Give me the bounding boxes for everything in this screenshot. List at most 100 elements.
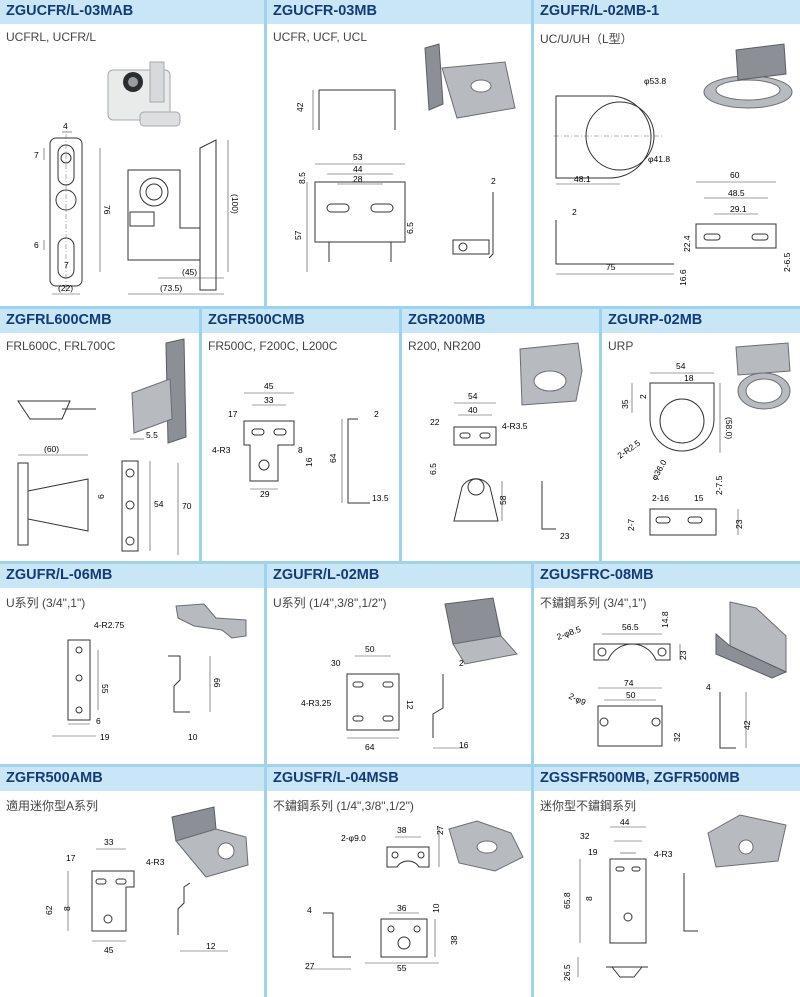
dimension-labels: (60) 5.5 6 54 70: [44, 430, 192, 511]
dim-label: 16: [304, 457, 314, 467]
technical-drawing: 45 33 17 4-R3 8 16 29 64 2 13.5: [212, 381, 389, 504]
product-subtitle: UC/U/UH（L型）: [540, 32, 633, 46]
dim-label: 6: [34, 240, 39, 250]
dim-label: 54: [468, 391, 478, 401]
dim-label: 6: [96, 716, 101, 726]
dim-label: 2: [572, 207, 577, 217]
front-view: [43, 131, 101, 295]
dim-label: 33: [264, 395, 274, 405]
product-title: ZGUCFR/L-03MAB: [6, 3, 134, 19]
product-subtitle: FR500C, F200C, L200C: [208, 339, 338, 353]
dim-label: 33: [104, 837, 114, 847]
dim-label: 17: [228, 409, 238, 419]
dim-label: 28: [353, 174, 363, 184]
dim-label: φ41.8: [648, 154, 670, 164]
front-view: [695, 181, 777, 249]
dim-label: 70: [182, 501, 192, 511]
product-photo: [175, 603, 247, 639]
technical-drawing: 4 7 76 6 7 (22) (100) (45) (73.5): [34, 61, 240, 295]
dim-label: 15: [694, 493, 704, 503]
side-view: [452, 192, 494, 259]
product-title: ZGFR500CMB: [208, 312, 305, 328]
dim-label: 8: [298, 445, 303, 455]
front-view: [631, 372, 721, 453]
dim-label: 42: [295, 102, 305, 112]
dim-label: 2-7.5: [714, 475, 724, 495]
dim-label: 4-R3: [212, 445, 231, 455]
product-photo: [448, 820, 524, 872]
technical-drawing: 2-φ8.5 56.5 14.8 23 74 50 2-φ9 32 4 42: [555, 601, 788, 749]
dim-label: 32: [672, 732, 682, 742]
product-cell-zgusfrl-04msb: ZGUSFR/L-04MSB 不鏽鋼系列 (1/4",3/8",1/2"): [267, 767, 531, 997]
dim-label: (100): [230, 194, 240, 214]
dim-label: 30: [331, 658, 341, 668]
side-view: [432, 674, 467, 749]
cell-header: [0, 564, 264, 588]
dim-label: 53: [353, 152, 363, 162]
cell-header: [402, 309, 599, 333]
dim-label: 14.8: [660, 611, 670, 628]
product-photo: [444, 597, 518, 665]
dim-label: 27: [435, 825, 445, 835]
cell-header: [0, 309, 199, 333]
product-subtitle: URP: [608, 339, 634, 353]
dim-label: (22): [58, 283, 73, 293]
product-photo: [424, 43, 516, 119]
product-cell-zgufrl-06mb: ZGUFR/L-06MB U系列 (3/4",1") 4-R2.75 55 6 …: [0, 564, 264, 764]
dimension-labels: 54 40 22 4-R3.5 6.5 58 23: [428, 391, 570, 541]
technical-drawing: 42 53 44 28 8.5 57 6.5 2: [293, 43, 516, 272]
dim-label: 5.5: [146, 430, 158, 440]
dim-label: 7: [64, 260, 69, 270]
front-view: [346, 655, 400, 739]
dim-label: 2-φ9.0: [341, 833, 366, 843]
technical-drawing: (60) 5.5 6 54 70: [17, 338, 192, 555]
front-view: [365, 912, 439, 964]
product-title: ZGURP-02MB: [608, 312, 703, 328]
product-subtitle: R200, NR200: [408, 339, 481, 353]
dimension-labels: 44 32 19 4-R3 65.8 8 26.5: [562, 817, 673, 981]
product-photo: [707, 814, 787, 868]
front-view: [579, 826, 647, 944]
dim-label: 19: [100, 732, 110, 742]
product-title: ZGUFR/L-06MB: [6, 567, 113, 583]
product-photo: [715, 601, 788, 679]
product-cell-zgufrl-02mb-1: ZGUFR/L-02MB-1 UC/U/UH（L型） φ53.8: [534, 0, 800, 306]
product-title: ZGFR500AMB: [6, 770, 103, 786]
top-view: [386, 827, 440, 868]
dim-label: 48.5: [728, 188, 745, 198]
dim-label: 50: [365, 644, 375, 654]
dim-label: 74: [624, 678, 634, 688]
dim-label: 4-R3.5: [502, 421, 528, 431]
product-title: ZGUCFR-03MB: [273, 3, 377, 19]
dim-label: 55: [100, 684, 110, 694]
product-cell-zgfr500cmb: ZGFR500CMB FR500C, F200C, L200C 45 33 17…: [202, 309, 399, 561]
technical-drawing: 54 40 22 4-R3.5 6.5 58 23: [428, 342, 583, 541]
product-title: ZGUFR/L-02MB-1: [540, 3, 660, 19]
dim-label: 54: [154, 499, 164, 509]
product-photo: [131, 338, 187, 444]
dimension-labels: 2-φ9.0 38 27 4 36 10 38 27 55: [305, 825, 459, 973]
top-view: [312, 89, 396, 130]
cell-header: [534, 767, 800, 791]
dim-label: 29.1: [730, 204, 747, 214]
product-subtitle: U系列 (3/4",1"): [6, 596, 86, 610]
cell-header: [534, 0, 800, 24]
dim-label: 10: [188, 732, 198, 742]
product-title: ZGSSFR500MB, ZGFR500MB: [540, 770, 740, 786]
front-view: [67, 848, 135, 942]
product-cell-zgfr500amb: ZGFR500AMB 適用迷你型A系列 33 17 4-R3 62 8 45: [0, 767, 264, 997]
dim-label: 29: [260, 489, 270, 499]
dim-label: 2-φ9: [567, 691, 588, 708]
dimension-labels: 4 7 76 6 7 (22) (100) (45) (73.5): [34, 121, 240, 293]
dim-label: 19: [588, 847, 598, 857]
product-cell-zgucfrl-03mab: ZGUCFR/L-03MAB UCFRL, UCFR/L: [0, 0, 264, 306]
product-title: ZGR200MB: [408, 312, 486, 328]
top-view: [649, 508, 739, 536]
dim-label: 2-φ8.5: [555, 624, 582, 642]
product-photo: [519, 342, 583, 406]
product-cell-zgssfr500mb: ZGSSFR500MB, ZGFR500MB 迷你型不鏽鋼系列 44 32 19: [534, 767, 800, 997]
dim-label: 2-R2.5: [615, 438, 642, 461]
front-view: [17, 438, 179, 555]
dim-label: (45): [182, 267, 197, 277]
